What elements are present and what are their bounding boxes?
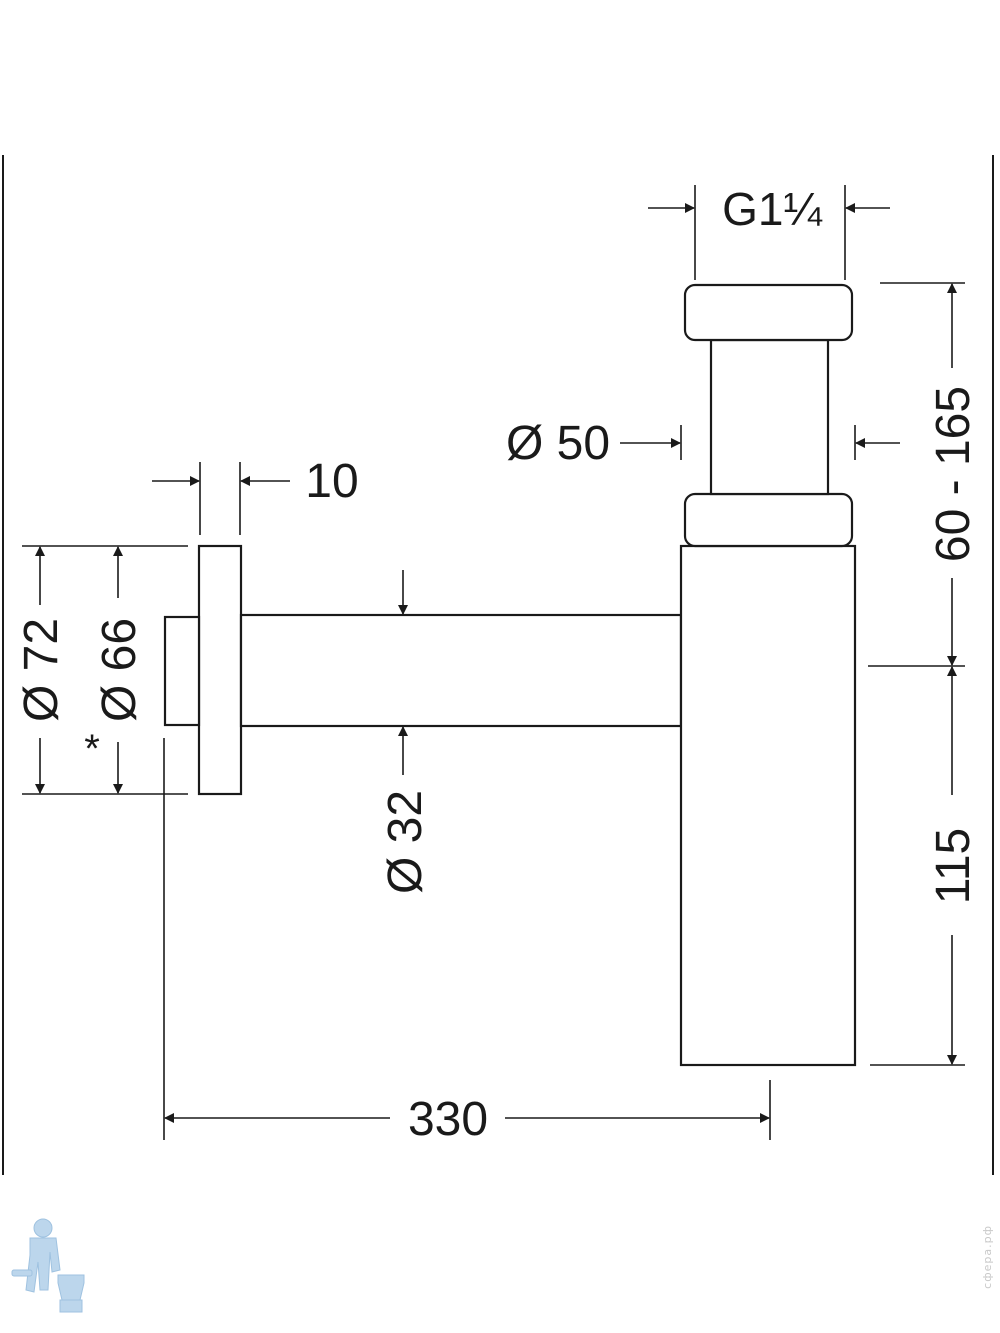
lower-nut [683,492,854,548]
inner-diameter-label: Ø 66 [93,618,146,722]
page-frame [2,155,994,1175]
height-range-label: 60 - 165 [927,386,980,562]
rosette-thickness-label: 10 [305,455,358,508]
thread-label: G1¼ [722,183,822,235]
plumber-logo [11,1218,85,1313]
tube-diameter-label: Ø 50 [506,417,610,470]
pipe-diameter-label: Ø 32 [379,790,432,894]
drain-pipe [239,613,683,728]
watermark-text: сфера.рф [981,1225,994,1289]
dimension-lines [35,203,957,1123]
upper-nut [683,283,854,342]
vertical-tube [709,338,830,496]
bottle-body [679,544,857,1067]
wall-flange [197,544,243,796]
overall-length-label: 330 [408,1093,488,1146]
outer-diameter-label: Ø 72 [15,618,68,722]
siphon-outline [163,283,857,1067]
lower-height-label: 115 [927,828,980,905]
extension-lines [22,185,965,1140]
rosette-plate [163,615,201,727]
asterisk-mark: * [84,727,100,771]
